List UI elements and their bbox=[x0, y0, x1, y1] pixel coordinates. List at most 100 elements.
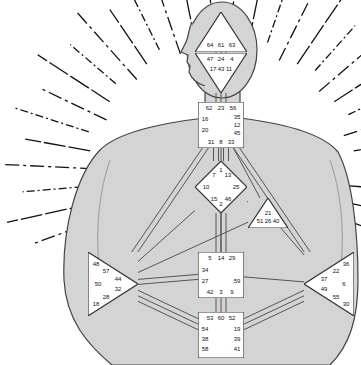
gate-number: 46 bbox=[225, 196, 232, 202]
gate-number: 22 bbox=[333, 268, 340, 274]
gate-number: 36 bbox=[343, 261, 350, 267]
gate-number: 29 bbox=[229, 255, 236, 261]
channel-line bbox=[244, 277, 304, 282]
ray-stroke bbox=[2, 164, 94, 168]
channel-line bbox=[138, 301, 198, 329]
gate-number: 6 bbox=[342, 281, 345, 287]
gate-number: 53 bbox=[207, 315, 214, 321]
gate-number: 62 bbox=[206, 105, 213, 111]
gate-number: 34 bbox=[202, 267, 209, 273]
gate-number: 7 bbox=[212, 172, 215, 178]
sacral-center: 514293427594239 bbox=[198, 252, 244, 298]
gate-number: 38 bbox=[202, 336, 209, 342]
gate-number: 30 bbox=[343, 301, 350, 307]
channel-line bbox=[247, 201, 248, 203]
channel-line bbox=[244, 301, 304, 329]
ray-stroke bbox=[76, 11, 137, 80]
ray-stroke bbox=[268, 0, 294, 43]
spleen-center: 48574450322818 bbox=[88, 252, 138, 316]
head-center: 646163 bbox=[195, 12, 247, 52]
ray-stroke bbox=[348, 80, 361, 115]
gate-number: 58 bbox=[202, 346, 209, 352]
ray-stroke bbox=[319, 32, 361, 92]
gate-number: 32 bbox=[115, 286, 122, 292]
center-shape bbox=[198, 312, 244, 358]
gate-number: 28 bbox=[103, 294, 110, 300]
gate-number: 16 bbox=[202, 116, 209, 122]
gate-number: 41 bbox=[234, 346, 241, 352]
center-shape bbox=[195, 12, 247, 52]
gate-number: 3 bbox=[219, 289, 222, 295]
gate-number: 18 bbox=[93, 301, 100, 307]
gate-number: 47 bbox=[207, 56, 214, 62]
gate-number: 12 bbox=[234, 122, 241, 128]
channel-line bbox=[138, 296, 198, 324]
channel-line bbox=[138, 279, 198, 284]
center-shape bbox=[195, 161, 247, 213]
channel-line bbox=[281, 228, 304, 255]
channel-line bbox=[138, 148, 209, 252]
heart-center: 21512640 bbox=[248, 198, 288, 228]
gate-number: 14 bbox=[218, 255, 225, 261]
body-silhouette bbox=[64, 92, 358, 365]
ray-stroke bbox=[38, 55, 110, 102]
gate-number: 60 bbox=[218, 315, 225, 321]
ray-stroke bbox=[110, 10, 147, 65]
channel-line bbox=[216, 213, 217, 252]
center-shape bbox=[88, 252, 138, 316]
channel-line bbox=[244, 290, 304, 318]
gate-number: 55 bbox=[333, 294, 340, 300]
channel-line bbox=[226, 93, 227, 102]
gate-number: 48 bbox=[93, 261, 100, 267]
channel-line bbox=[244, 296, 304, 324]
gate-number: 26 bbox=[265, 218, 272, 224]
gate-number: 27 bbox=[202, 278, 209, 284]
ray-stroke bbox=[315, 26, 355, 71]
gate-number: 4 bbox=[230, 56, 233, 62]
gate-number: 61 bbox=[218, 42, 225, 48]
gate-number: 24 bbox=[218, 56, 225, 62]
center-shape bbox=[195, 53, 247, 93]
gate-number: 19 bbox=[234, 326, 241, 332]
center-shape bbox=[248, 198, 288, 228]
channel-line bbox=[240, 148, 311, 252]
channel-line bbox=[138, 274, 198, 279]
gate-number: 15 bbox=[211, 196, 218, 202]
center-shape bbox=[198, 252, 244, 298]
gate-number: 31 bbox=[208, 139, 215, 145]
gate-number: 51 bbox=[257, 218, 264, 224]
ajna-center: 47 24 4 174311 bbox=[195, 53, 247, 93]
ray-stroke bbox=[25, 139, 90, 151]
gate-number: 10 bbox=[203, 184, 210, 190]
gate-number: 25 bbox=[233, 184, 240, 190]
gate-number: 54 bbox=[202, 326, 209, 332]
gate-number: 11 bbox=[226, 66, 232, 72]
gate-number: 23 bbox=[218, 105, 225, 111]
throat-center: 622356162035124531833 bbox=[198, 102, 244, 148]
gate-number: 17 bbox=[210, 66, 217, 72]
gate-number: 20 bbox=[202, 127, 209, 133]
channel-line bbox=[132, 148, 203, 252]
root-center: 536052543858193941 bbox=[198, 312, 244, 358]
gate-number: 21 bbox=[265, 210, 272, 216]
body-inner-contour bbox=[98, 160, 343, 300]
channel-line bbox=[221, 298, 222, 312]
ray-stroke bbox=[23, 187, 83, 192]
gate-number: 43 bbox=[218, 66, 225, 72]
gate-number: 56 bbox=[230, 105, 237, 111]
ray-stroke bbox=[354, 136, 361, 151]
center-shape bbox=[198, 102, 244, 148]
ray-stroke bbox=[297, 0, 345, 64]
gate-number: 49 bbox=[321, 286, 328, 292]
channel-line bbox=[223, 148, 224, 161]
ray-stroke bbox=[13, 107, 89, 132]
channel-line bbox=[221, 213, 222, 252]
ray-stroke bbox=[70, 45, 116, 84]
channel-line bbox=[218, 148, 219, 161]
gate-number: 50 bbox=[95, 281, 102, 287]
gate-number: 44 bbox=[115, 276, 122, 282]
ray-stroke bbox=[157, 0, 180, 54]
gate-number: 37 bbox=[321, 276, 328, 282]
gate-number: 2 bbox=[219, 201, 222, 207]
